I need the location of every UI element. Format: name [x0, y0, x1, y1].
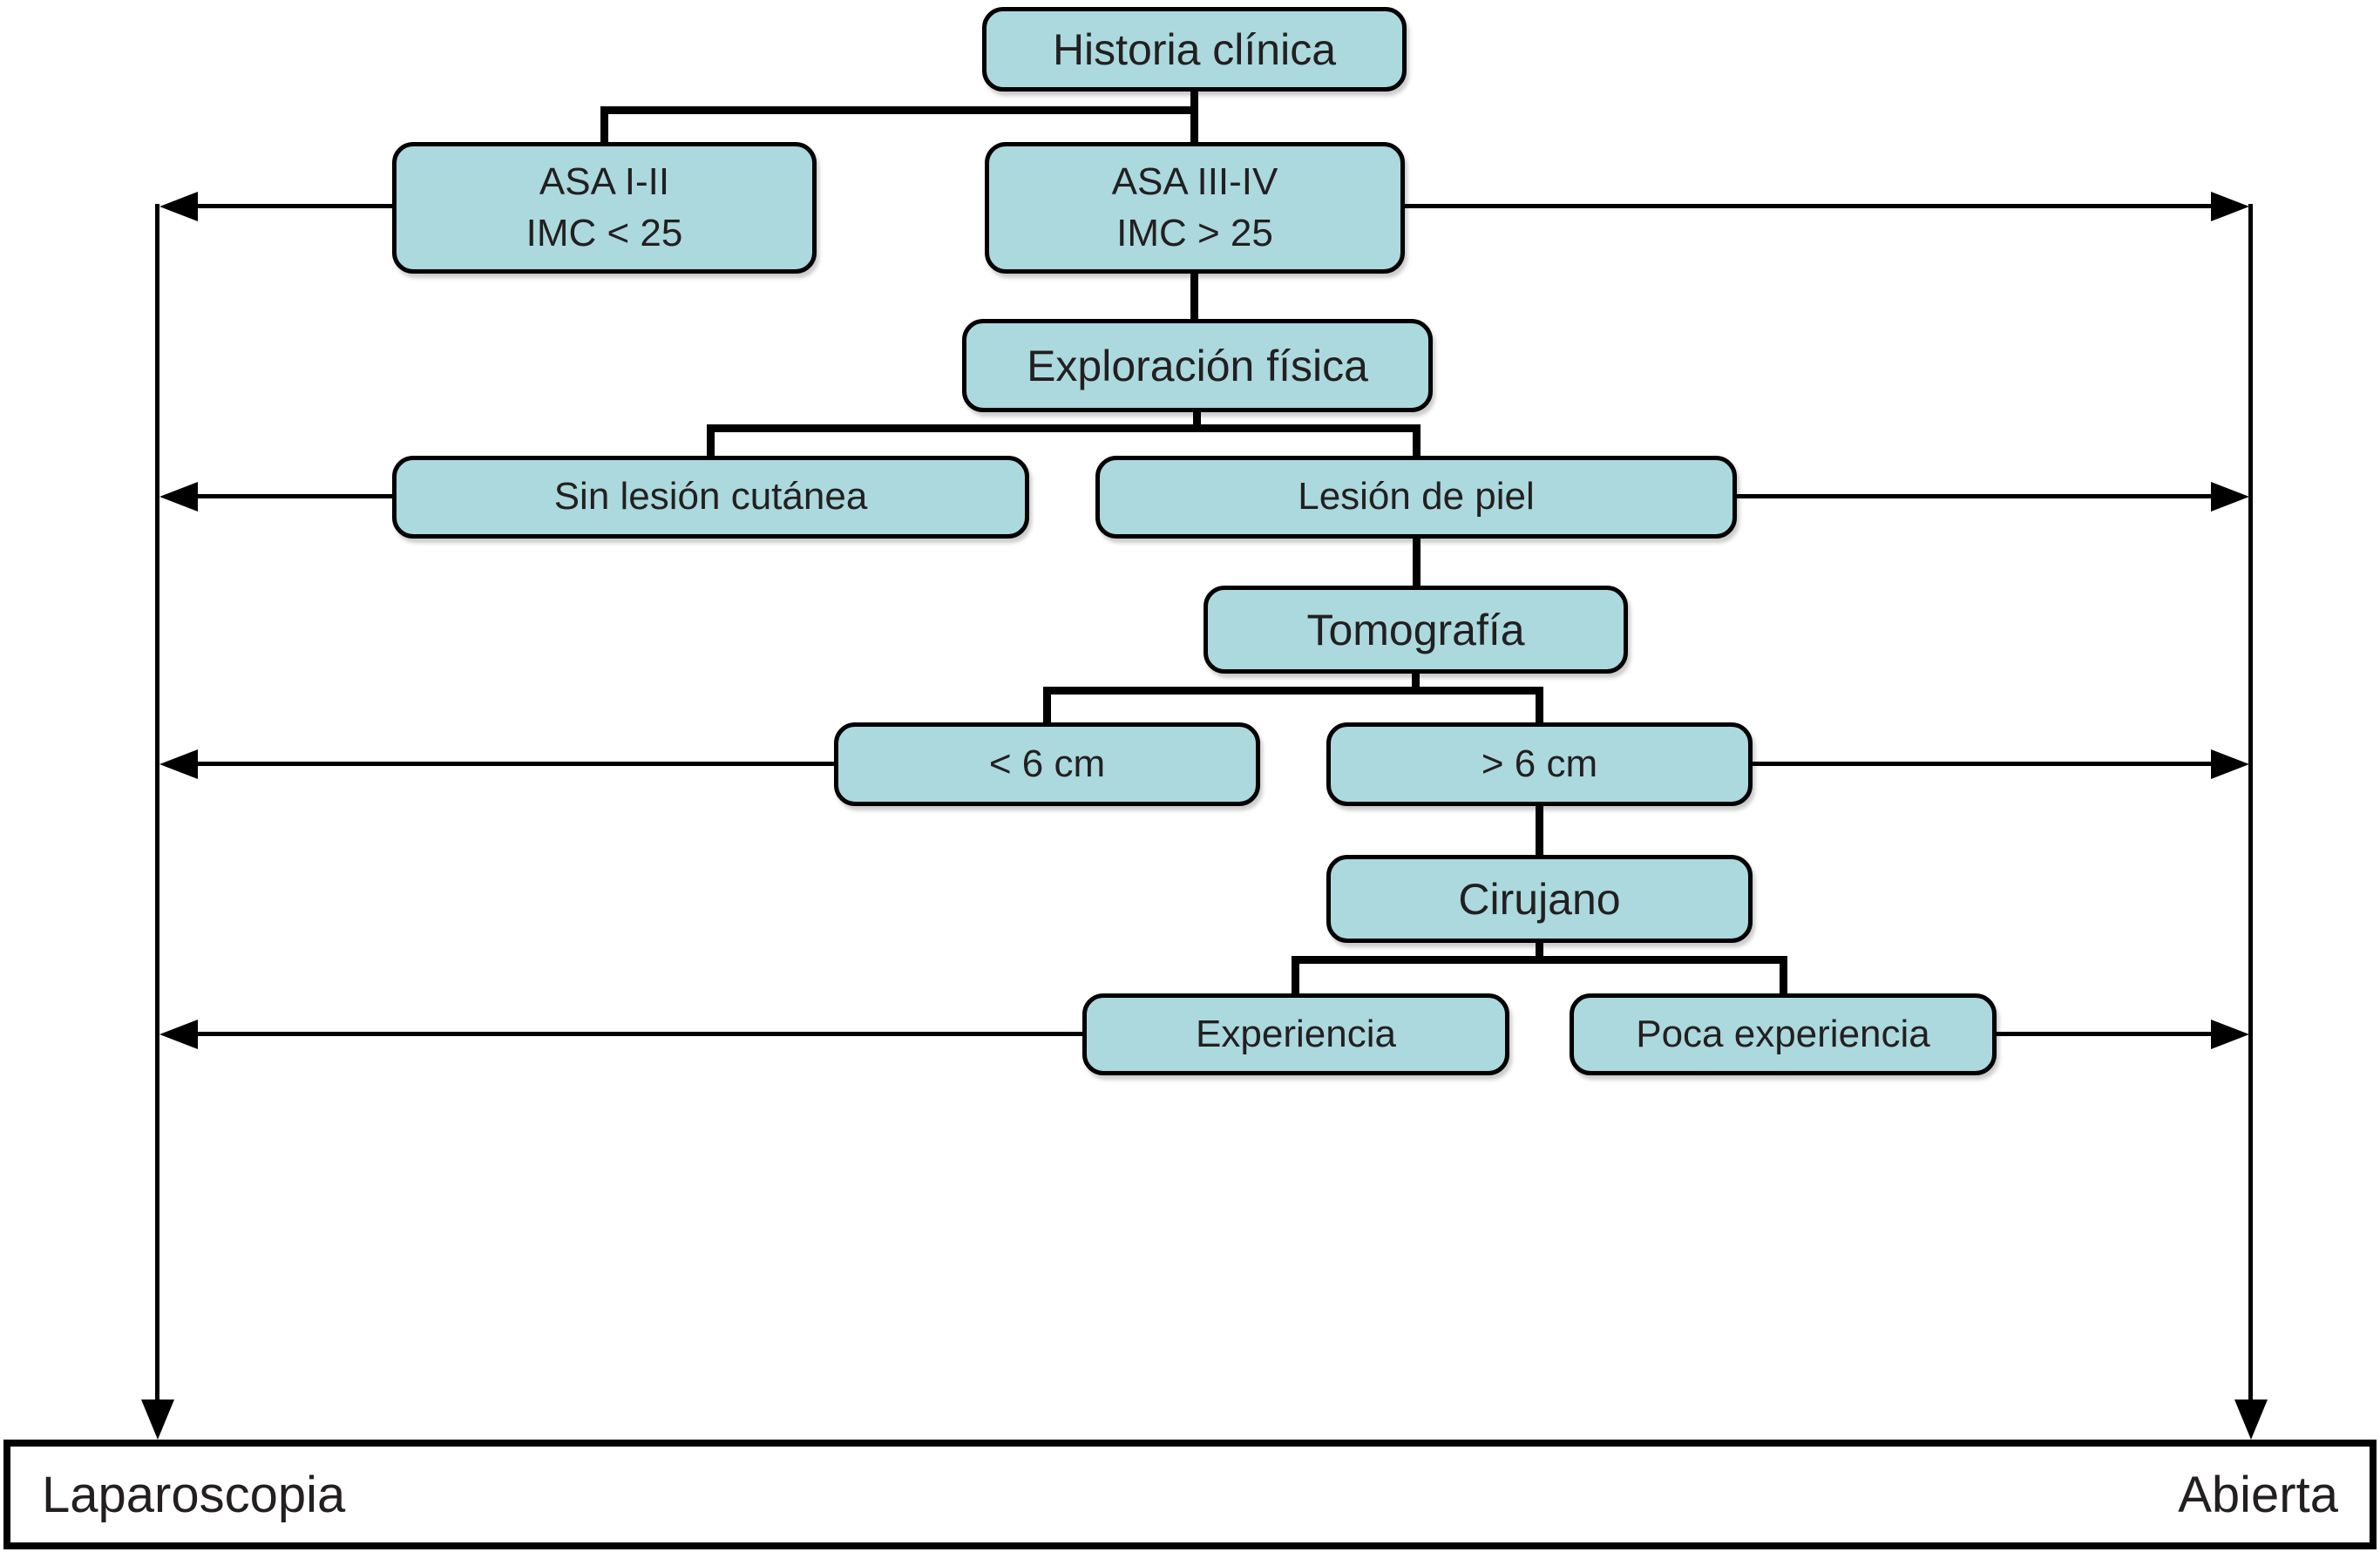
node-experiencia: Experiencia: [1082, 993, 1509, 1075]
node-asa-i-ii-imc-menor-25: ASA I-II IMC < 25: [392, 142, 817, 274]
edge-tomografia-branch-horizontal: [1043, 687, 1543, 695]
node-mayor-6-cm: > 6 cm: [1326, 722, 1753, 806]
edge-historia-to-asa34: [1190, 89, 1198, 144]
row1-right-arrow-line: [1402, 204, 2213, 208]
edge-historia-to-asa12: [600, 106, 608, 144]
row1-right-arrowhead: [2211, 192, 2249, 221]
edge-exploracion-branch-horizontal: [707, 424, 1421, 432]
edge-lesion-to-tomografia: [1413, 536, 1421, 588]
edge-to-experiencia: [1292, 956, 1299, 995]
edge-to-sin-lesion: [707, 424, 715, 457]
row3-left-arrow-line: [193, 762, 834, 766]
right-rail: [2248, 204, 2253, 1400]
row2-left-arrowhead: [159, 482, 198, 512]
node-lesion-de-piel: Lesión de piel: [1095, 456, 1737, 539]
edge-historia-branch-horizontal: [600, 106, 1198, 114]
row4-right-arrow-line: [1994, 1032, 2213, 1036]
row1-left-arrow-line: [193, 204, 394, 208]
node-exploracion-fisica: Exploración física: [962, 319, 1433, 412]
edge-cirujano-stub: [1536, 940, 1543, 964]
node-poca-experiencia: Poca experiencia: [1570, 993, 1997, 1075]
right-rail-down-arrowhead: [2234, 1400, 2268, 1440]
edge-tomografia-stub: [1412, 671, 1420, 695]
node-cirujano: Cirujano: [1326, 855, 1753, 943]
left-rail: [155, 204, 159, 1400]
edge-cirujano-branch-horizontal: [1292, 956, 1787, 964]
row3-right-arrow-line: [1750, 762, 2213, 766]
row3-left-arrowhead: [159, 749, 198, 779]
row1-left-arrowhead: [159, 192, 198, 221]
edge-exploracion-stub: [1193, 410, 1201, 432]
edge-to-mayor-6cm: [1536, 687, 1543, 724]
row2-left-arrow-line: [193, 494, 392, 498]
node-sin-lesion-cutanea: Sin lesión cutánea: [392, 456, 1029, 539]
row4-left-arrowhead: [159, 1020, 198, 1049]
row3-right-arrowhead: [2211, 749, 2249, 779]
outcome-bar: Laparoscopia Abierta: [3, 1440, 2377, 1549]
left-rail-down-arrowhead: [141, 1400, 174, 1440]
node-menor-6-cm: < 6 cm: [834, 722, 1260, 806]
node-tomografia: Tomografía: [1204, 586, 1628, 674]
node-historia-clinica: Historia clínica: [982, 7, 1407, 91]
row2-right-arrow-line: [1734, 494, 2213, 498]
edge-to-poca-experiencia: [1780, 956, 1787, 995]
edge-mayor6-to-cirujano: [1536, 803, 1543, 857]
edge-to-lesion-piel: [1413, 424, 1421, 457]
outcome-laparoscopia-label: Laparoscopia: [42, 1466, 346, 1523]
row4-left-arrow-line: [193, 1032, 1082, 1036]
edge-to-menor-6cm: [1043, 687, 1051, 724]
outcome-abierta-label: Abierta: [2178, 1466, 2338, 1523]
node-asa-iii-iv-imc-mayor-25: ASA III-IV IMC > 25: [985, 142, 1405, 274]
edge-asa34-to-exploracion: [1190, 271, 1198, 321]
row4-right-arrowhead: [2211, 1020, 2249, 1049]
row2-right-arrowhead: [2211, 482, 2249, 512]
